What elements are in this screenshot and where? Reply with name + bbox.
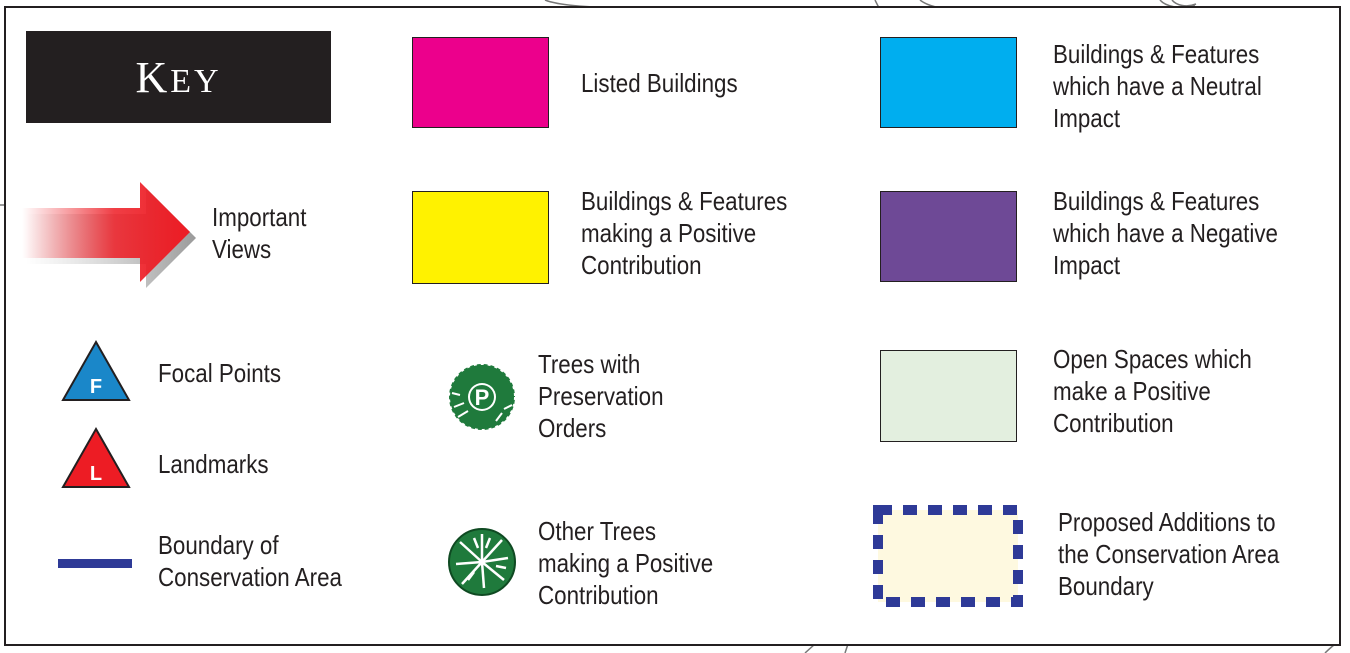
positive-contribution-label: Buildings & Features making a Positive C… (581, 185, 787, 281)
other-trees-line-1: Other Trees (538, 516, 657, 546)
tpo-trees-label: Trees with Preservation Orders (538, 348, 664, 444)
key-title-rest: EY (170, 62, 222, 100)
proposed-additions-line-2: the Conservation Area (1058, 539, 1280, 569)
positive-contribution-line-1: Buildings & Features (581, 186, 788, 216)
important-views-line-2: Views (212, 234, 272, 264)
positive-contribution-line-2: making a Positive (581, 218, 757, 248)
proposed-additions-swatch (873, 505, 1023, 607)
tpo-tree-letter: P (475, 385, 490, 410)
focal-point-icon: F (61, 339, 131, 401)
important-views-line-1: Important (212, 202, 307, 232)
open-spaces-line-2: make a Positive (1053, 376, 1211, 406)
negative-impact-line-2: which have a Negative (1053, 218, 1278, 248)
negative-impact-swatch (880, 191, 1017, 282)
negative-impact-label: Buildings & Features which have a Negati… (1053, 185, 1278, 281)
neutral-impact-line-1: Buildings & Features (1053, 39, 1260, 69)
tpo-trees-line-1: Trees with (538, 349, 641, 379)
proposed-additions-label: Proposed Additions to the Conservation A… (1058, 506, 1279, 602)
landmarks-label: Landmarks (158, 449, 269, 479)
tpo-trees-line-3: Orders (538, 413, 607, 443)
landmark-icon: L (61, 426, 131, 488)
neutral-impact-line-2: which have a Neutral (1053, 71, 1262, 101)
important-views-label: Important Views (212, 201, 306, 265)
positive-contribution-line-3: Contribution (581, 250, 702, 280)
listed-buildings-label: Listed Buildings (581, 68, 738, 98)
open-spaces-label: Open Spaces which make a Positive Contri… (1053, 343, 1252, 439)
proposed-additions-line-3: Boundary (1058, 571, 1154, 601)
other-trees-label: Other Trees making a Positive Contributi… (538, 515, 713, 611)
boundary-line-2: Conservation Area (158, 562, 342, 592)
negative-impact-line-3: Impact (1053, 250, 1121, 280)
tpo-trees-line-2: Preservation (538, 381, 664, 411)
negative-impact-line-1: Buildings & Features (1053, 186, 1260, 216)
neutral-impact-label: Buildings & Features which have a Neutra… (1053, 38, 1262, 134)
other-trees-line-3: Contribution (538, 580, 659, 610)
key-title-box: KEY (26, 31, 331, 123)
arrow-icon (22, 182, 196, 288)
neutral-impact-swatch (880, 37, 1017, 128)
focal-point-letter: F (90, 376, 102, 398)
tpo-tree-icon: P (448, 363, 516, 431)
landmark-letter: L (90, 463, 102, 485)
listed-buildings-swatch (412, 37, 549, 128)
focal-points-label: Focal Points (158, 358, 282, 388)
other-trees-line-2: making a Positive (538, 548, 714, 578)
open-spaces-line-3: Contribution (1053, 408, 1174, 438)
proposed-additions-line-1: Proposed Additions to (1058, 507, 1276, 537)
positive-contribution-swatch (412, 191, 549, 284)
open-spaces-swatch (880, 350, 1017, 442)
boundary-label: Boundary of Conservation Area (158, 529, 342, 593)
open-spaces-line-1: Open Spaces which (1053, 344, 1252, 374)
other-tree-icon (448, 528, 516, 596)
boundary-line-icon (58, 559, 132, 568)
neutral-impact-line-3: Impact (1053, 103, 1121, 133)
boundary-line-1: Boundary of (158, 530, 279, 560)
key-title-first: K (135, 52, 171, 102)
key-title: KEY (135, 52, 221, 103)
